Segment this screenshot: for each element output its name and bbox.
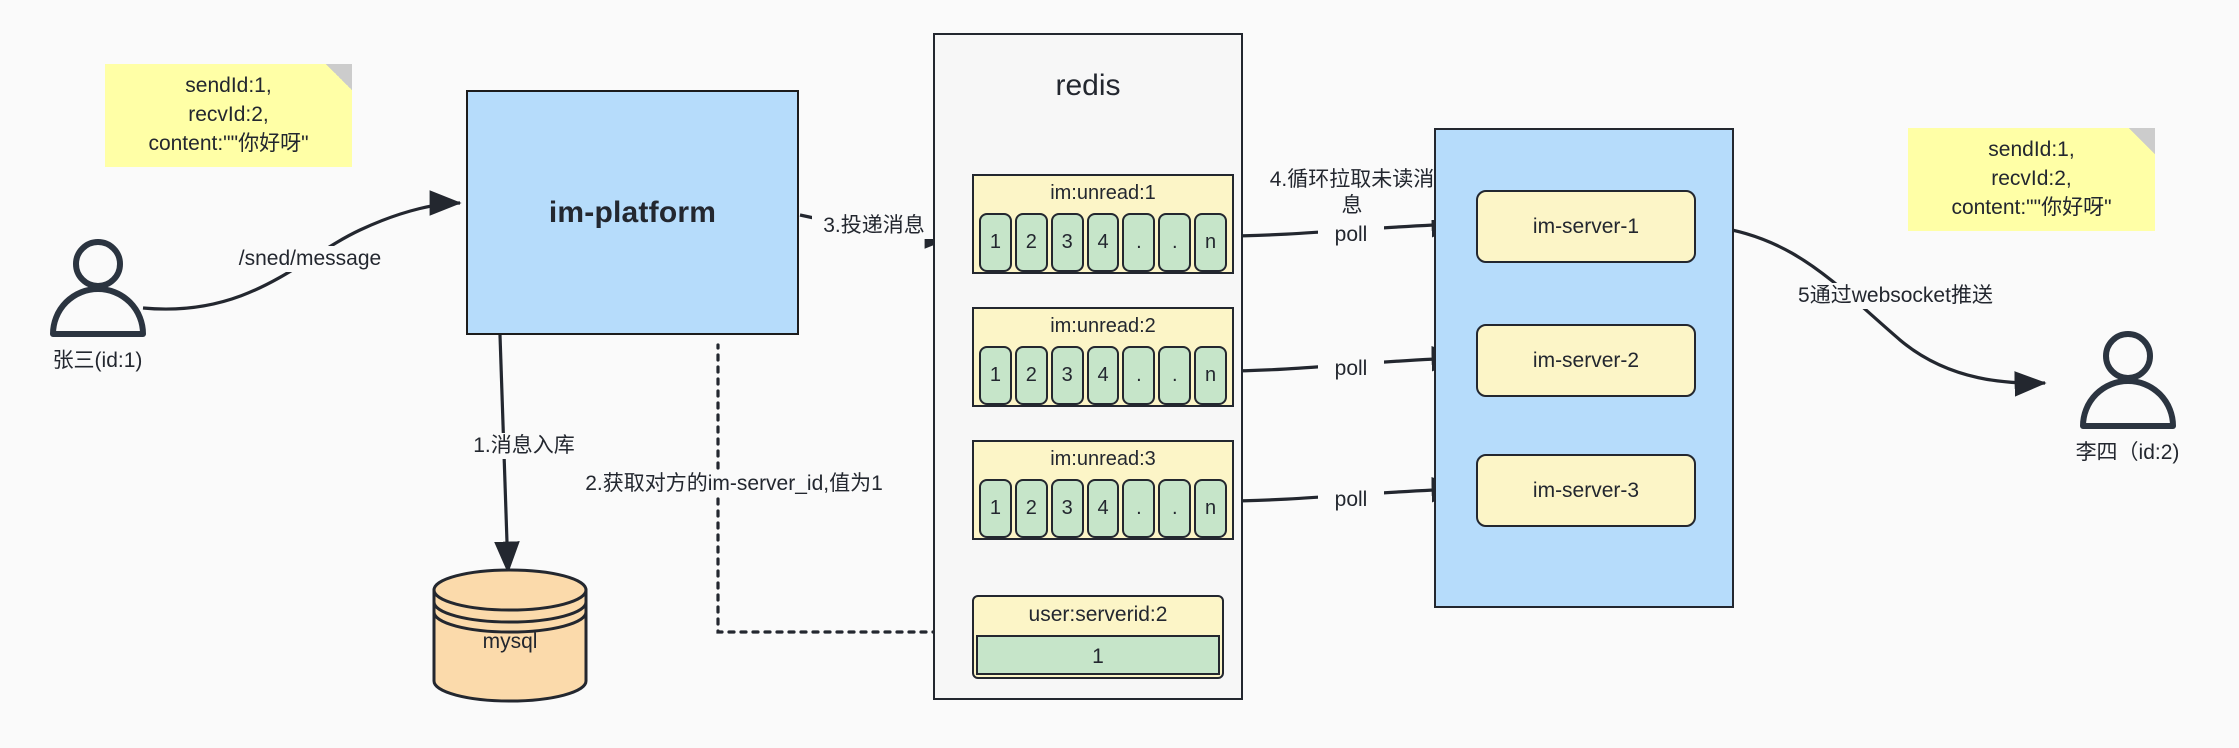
edge-label-poll-1: poll: [1318, 222, 1384, 249]
redis-cell: 1: [979, 479, 1012, 538]
redis-cell: 4: [1086, 213, 1120, 272]
sticky-note-right-text: sendId:1, recvId:2, content:""你好呀": [1951, 138, 2112, 219]
edge-label-poll-2: poll: [1318, 356, 1384, 383]
redis-cell: .: [1122, 479, 1156, 538]
redis-cell: 2: [1014, 346, 1048, 405]
redis-cell: n: [1194, 213, 1228, 272]
im-server-3-box[interactable]: im-server-3: [1476, 454, 1696, 527]
sticky-fold-icon: [326, 64, 352, 90]
user-icon: [2079, 331, 2176, 429]
im-server-2-label: im-server-2: [1532, 348, 1640, 372]
edge-label-step1: 1.消息入库: [452, 433, 596, 460]
sticky-note-left-text: sendId:1, recvId:2, content:""你好呀": [148, 74, 309, 155]
redis-cell: 1: [979, 213, 1012, 272]
edge-label-step2: 2.获取对方的im-server_id,值为1: [572, 471, 896, 498]
redis-cell: 2: [1014, 213, 1048, 272]
redis-cell: 3: [1050, 213, 1084, 272]
sticky-note-right: sendId:1, recvId:2, content:""你好呀": [1908, 128, 2155, 231]
im-server-1-label: im-server-1: [1532, 214, 1640, 238]
redis-container: redis im:unread:1 1 2 3 4 . . n im:unrea…: [933, 33, 1243, 700]
mysql-database[interactable]: mysql: [430, 568, 590, 703]
im-platform-title: im-platform: [548, 195, 717, 229]
actor-sender-caption: 张三(id:1): [52, 349, 143, 372]
redis-cell: 3: [1050, 479, 1084, 538]
edge-label-step5: 5通过websocket推送: [1786, 283, 2005, 310]
redis-cell: .: [1122, 213, 1156, 272]
redis-list-3-key: im:unread:3: [1050, 448, 1156, 470]
actor-sender: 张三(id:1): [25, 238, 170, 374]
redis-cell: 3: [1050, 346, 1084, 405]
redis-cell: .: [1158, 213, 1192, 272]
actor-receiver-caption: 李四（id:2): [2075, 441, 2180, 464]
cylinder-database-icon: [432, 568, 588, 703]
redis-list-1-key: im:unread:1: [1050, 182, 1156, 204]
im-server-3-label: im-server-3: [1532, 478, 1640, 502]
sticky-note-left: sendId:1, recvId:2, content:""你好呀": [105, 64, 352, 167]
im-server-1-box[interactable]: im-server-1: [1476, 190, 1696, 263]
redis-title: redis: [1055, 69, 1121, 102]
user-icon: [49, 239, 146, 337]
redis-list-im-unread-3[interactable]: im:unread:3 1 2 3 4 . . n: [972, 440, 1234, 540]
redis-cell: .: [1122, 346, 1156, 405]
mysql-label: mysql: [482, 630, 538, 653]
im-platform-box[interactable]: im-platform: [466, 90, 799, 335]
redis-cell: n: [1194, 479, 1228, 538]
redis-cell: 4: [1086, 479, 1120, 538]
redis-cell: 4: [1086, 346, 1120, 405]
redis-list-im-unread-2[interactable]: im:unread:2 1 2 3 4 . . n: [972, 307, 1234, 407]
edge-label-step3: 3.投递消息: [812, 213, 936, 240]
edge-label-poll-3: poll: [1318, 487, 1384, 514]
im-server-2-box[interactable]: im-server-2: [1476, 324, 1696, 397]
edge-label-step4: 4.循环拉取未读消 息: [1255, 167, 1449, 220]
redis-kv-user-serverid[interactable]: user:serverid:2 1: [972, 595, 1224, 679]
redis-list-2-key: im:unread:2: [1050, 315, 1156, 337]
im-server-group: im-server-1 im-server-2 im-server-3: [1434, 128, 1734, 608]
actor-receiver: 李四（id:2): [2055, 330, 2200, 466]
redis-cell: 2: [1014, 479, 1048, 538]
redis-cell: .: [1158, 346, 1192, 405]
redis-cell: n: [1194, 346, 1228, 405]
redis-cell: .: [1158, 479, 1192, 538]
redis-kv-key: user:serverid:2: [1028, 603, 1168, 626]
sticky-fold-icon: [2129, 128, 2155, 154]
redis-list-im-unread-1[interactable]: im:unread:1 1 2 3 4 . . n: [972, 174, 1234, 274]
redis-kv-value: 1: [976, 635, 1220, 675]
redis-cell: 1: [979, 346, 1012, 405]
edge-label-send-message: /sned/message: [228, 246, 392, 273]
